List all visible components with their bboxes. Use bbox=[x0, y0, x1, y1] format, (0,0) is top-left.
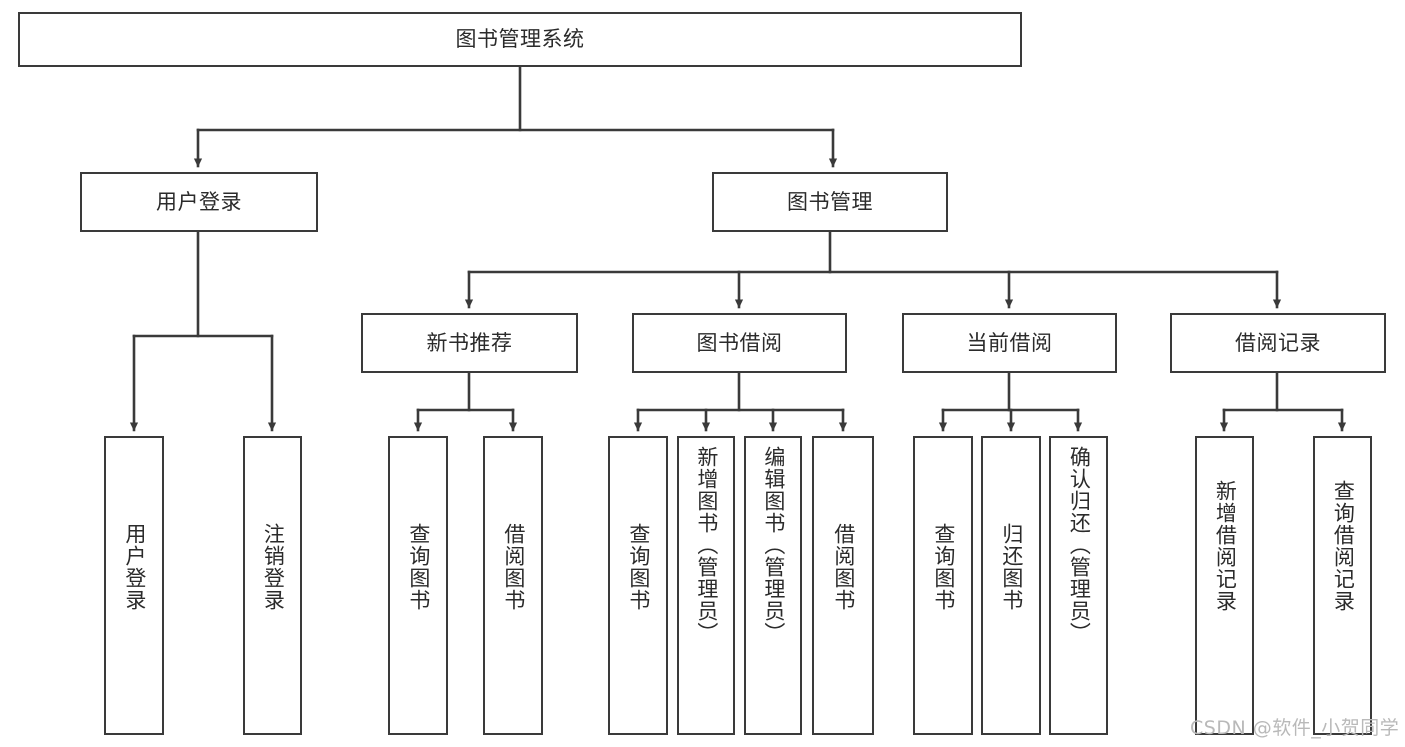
node-user-login[interactable]: 用户登录 bbox=[80, 172, 318, 232]
node-leaf-return-book[interactable]: 归还图书 bbox=[981, 436, 1041, 735]
node-book-management[interactable]: 图书管理 bbox=[712, 172, 948, 232]
node-current-borrow[interactable]: 当前借阅 bbox=[902, 313, 1117, 373]
node-leaf-user-login[interactable]: 用户登录 bbox=[104, 436, 164, 735]
node-leaf-logout-label: 注销登录 bbox=[261, 523, 286, 611]
node-leaf-borrow-book[interactable]: 借阅图书 bbox=[812, 436, 874, 735]
node-leaf-edit-book-admin[interactable]: 编辑图书（管理员） bbox=[744, 436, 802, 735]
node-new-book-recommend[interactable]: 新书推荐 bbox=[361, 313, 578, 373]
node-leaf-user-login-label: 用户登录 bbox=[122, 523, 147, 611]
node-leaf-borrow-book-recommend[interactable]: 借阅图书 bbox=[483, 436, 543, 735]
node-leaf-query-book-current[interactable]: 查询图书 bbox=[913, 436, 973, 735]
node-borrow-record-label: 借阅记录 bbox=[1235, 330, 1321, 355]
node-leaf-confirm-return-admin-label: 确认归还（管理员） bbox=[1067, 446, 1092, 644]
node-root[interactable]: 图书管理系统 bbox=[18, 12, 1022, 67]
node-book-management-label: 图书管理 bbox=[787, 189, 873, 214]
node-leaf-add-borrow-record[interactable]: 新增借阅记录 bbox=[1195, 436, 1254, 735]
node-leaf-borrow-book-recommend-label: 借阅图书 bbox=[501, 523, 526, 611]
node-leaf-query-book-current-label: 查询图书 bbox=[931, 523, 956, 611]
node-leaf-edit-book-admin-label: 编辑图书（管理员） bbox=[761, 446, 786, 644]
node-leaf-confirm-return-admin[interactable]: 确认归还（管理员） bbox=[1049, 436, 1108, 735]
node-leaf-query-book-label: 查询图书 bbox=[626, 523, 651, 611]
node-leaf-return-book-label: 归还图书 bbox=[999, 523, 1024, 611]
node-leaf-borrow-book-label: 借阅图书 bbox=[831, 523, 856, 611]
node-leaf-add-borrow-record-label: 新增借阅记录 bbox=[1213, 480, 1238, 612]
node-leaf-query-borrow-record[interactable]: 查询借阅记录 bbox=[1313, 436, 1372, 735]
node-leaf-add-book-admin-label: 新增图书（管理员） bbox=[694, 446, 719, 644]
node-user-login-label: 用户登录 bbox=[156, 189, 242, 214]
node-book-borrow-label: 图书借阅 bbox=[696, 330, 783, 355]
node-leaf-query-book[interactable]: 查询图书 bbox=[608, 436, 668, 735]
node-leaf-logout[interactable]: 注销登录 bbox=[243, 436, 302, 735]
node-new-book-recommend-label: 新书推荐 bbox=[426, 330, 513, 355]
node-leaf-query-borrow-record-label: 查询借阅记录 bbox=[1331, 480, 1356, 612]
node-current-borrow-label: 当前借阅 bbox=[966, 330, 1053, 355]
csdn-watermark: CSDN @软件_小贺同学 bbox=[1190, 717, 1400, 739]
node-leaf-query-book-recommend[interactable]: 查询图书 bbox=[388, 436, 448, 735]
node-borrow-record[interactable]: 借阅记录 bbox=[1170, 313, 1386, 373]
node-root-label: 图书管理系统 bbox=[455, 27, 585, 52]
node-leaf-add-book-admin[interactable]: 新增图书（管理员） bbox=[677, 436, 735, 735]
node-leaf-query-book-recommend-label: 查询图书 bbox=[406, 523, 431, 611]
node-book-borrow[interactable]: 图书借阅 bbox=[632, 313, 847, 373]
